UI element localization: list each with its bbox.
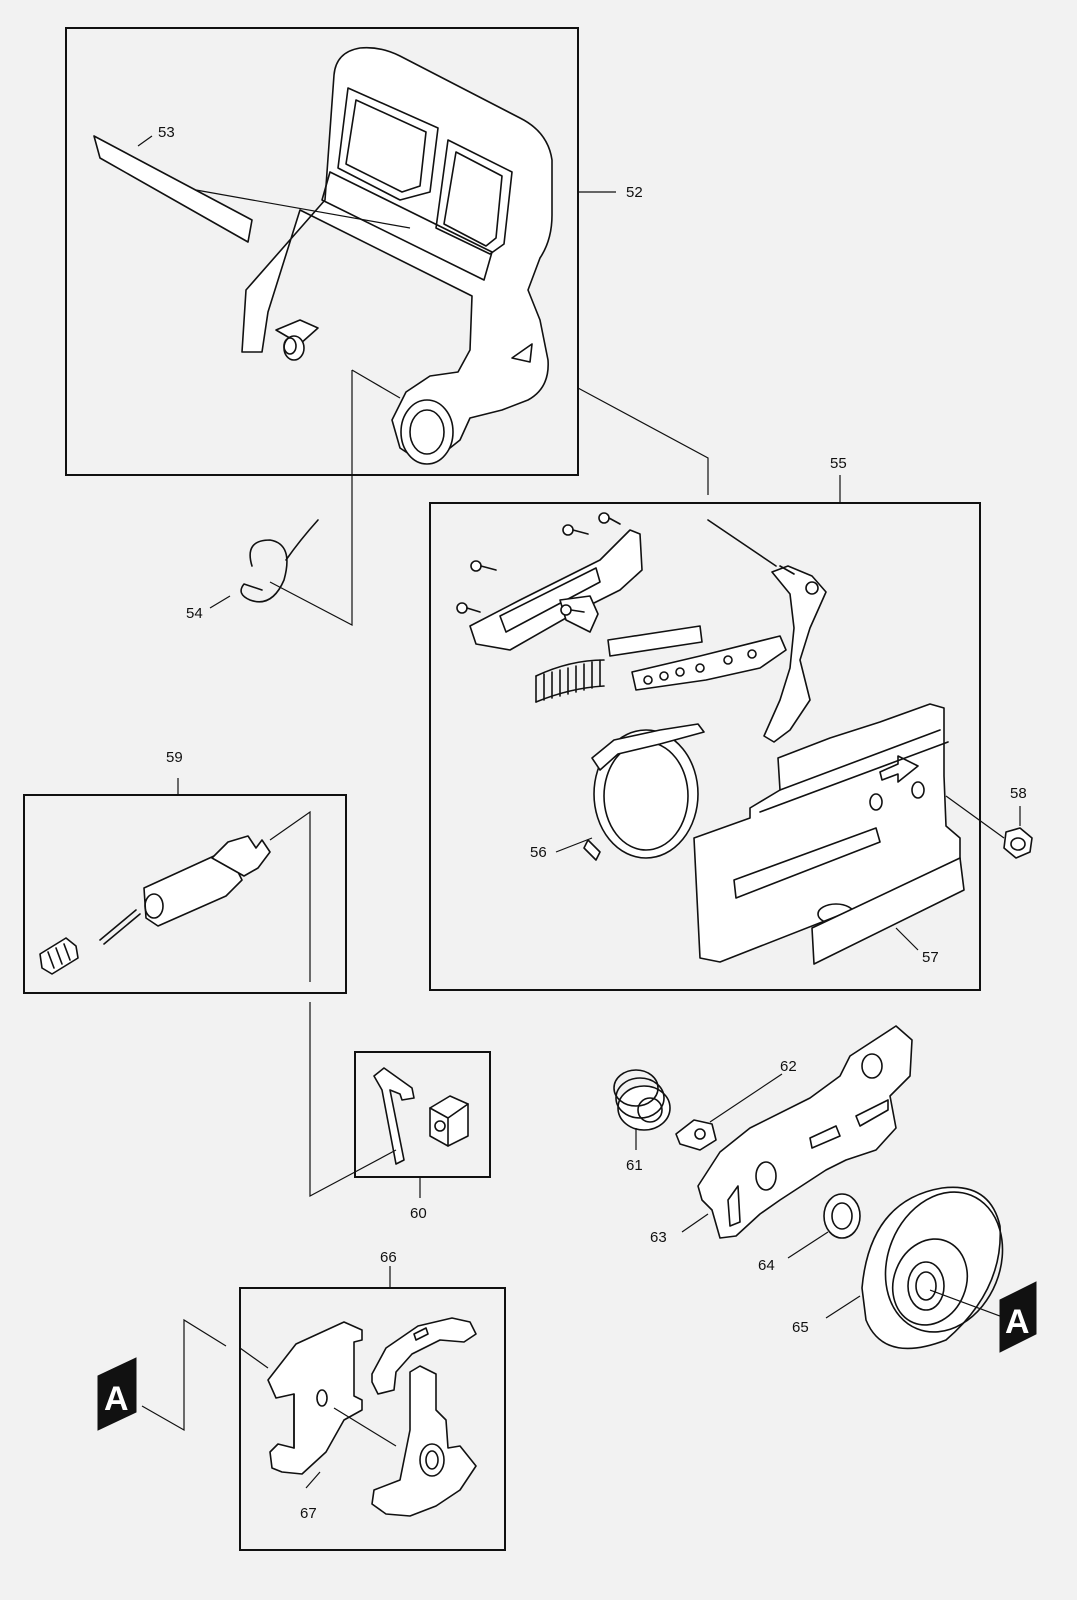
label-52: 52 bbox=[626, 184, 643, 201]
brake-band-56 bbox=[583, 723, 705, 861]
label-strip-53 bbox=[93, 135, 253, 243]
label-56: 56 bbox=[530, 844, 547, 861]
label-61: 61 bbox=[626, 1157, 643, 1174]
label-67: 67 bbox=[300, 1505, 317, 1522]
box-66 bbox=[239, 1287, 506, 1551]
label-63: 63 bbox=[650, 1229, 667, 1246]
label-60: 60 bbox=[410, 1205, 427, 1222]
hand-guard-part bbox=[241, 46, 553, 465]
group-52-hand-guard: 53 52 bbox=[65, 27, 709, 626]
marker-a-left: A bbox=[97, 1357, 137, 1431]
label-54: 54 bbox=[186, 605, 203, 622]
part-63-plate: 63 bbox=[650, 1025, 913, 1246]
group-60: 60 bbox=[309, 1002, 491, 1222]
group-66-clutch: 66 67 bbox=[141, 1249, 506, 1551]
part-61-spring: 61 bbox=[613, 1069, 671, 1174]
marker-a-right-text: A bbox=[1005, 1303, 1030, 1341]
part-58-nut: 58 bbox=[945, 785, 1033, 859]
part-65-clutch-drum: 65 bbox=[792, 1186, 1004, 1350]
screws bbox=[456, 512, 621, 616]
label-65: 65 bbox=[792, 1319, 809, 1336]
chain-cover bbox=[693, 703, 961, 963]
group-55-chain-brake: 55 bbox=[429, 455, 981, 991]
coil-spring bbox=[535, 659, 605, 703]
label-59: 59 bbox=[166, 749, 183, 766]
marker-a-right: A bbox=[999, 1281, 1037, 1353]
label-64: 64 bbox=[758, 1257, 775, 1274]
part-62-catch: 62 bbox=[675, 1058, 797, 1151]
part-64-washer: 64 bbox=[758, 1193, 861, 1274]
marker-a-left-text: A bbox=[104, 1380, 129, 1418]
label-58: 58 bbox=[1010, 785, 1027, 802]
box-59 bbox=[23, 794, 347, 994]
group-59: 59 bbox=[23, 749, 347, 994]
label-53: 53 bbox=[158, 124, 175, 141]
box-55 bbox=[429, 502, 981, 991]
label-55: 55 bbox=[830, 455, 847, 472]
label-66: 66 bbox=[380, 1249, 397, 1266]
box-60 bbox=[354, 1051, 491, 1178]
label-57: 57 bbox=[922, 949, 939, 966]
label-62: 62 bbox=[780, 1058, 797, 1075]
box-52 bbox=[65, 27, 579, 476]
part-54-clip: 54 bbox=[186, 519, 319, 622]
